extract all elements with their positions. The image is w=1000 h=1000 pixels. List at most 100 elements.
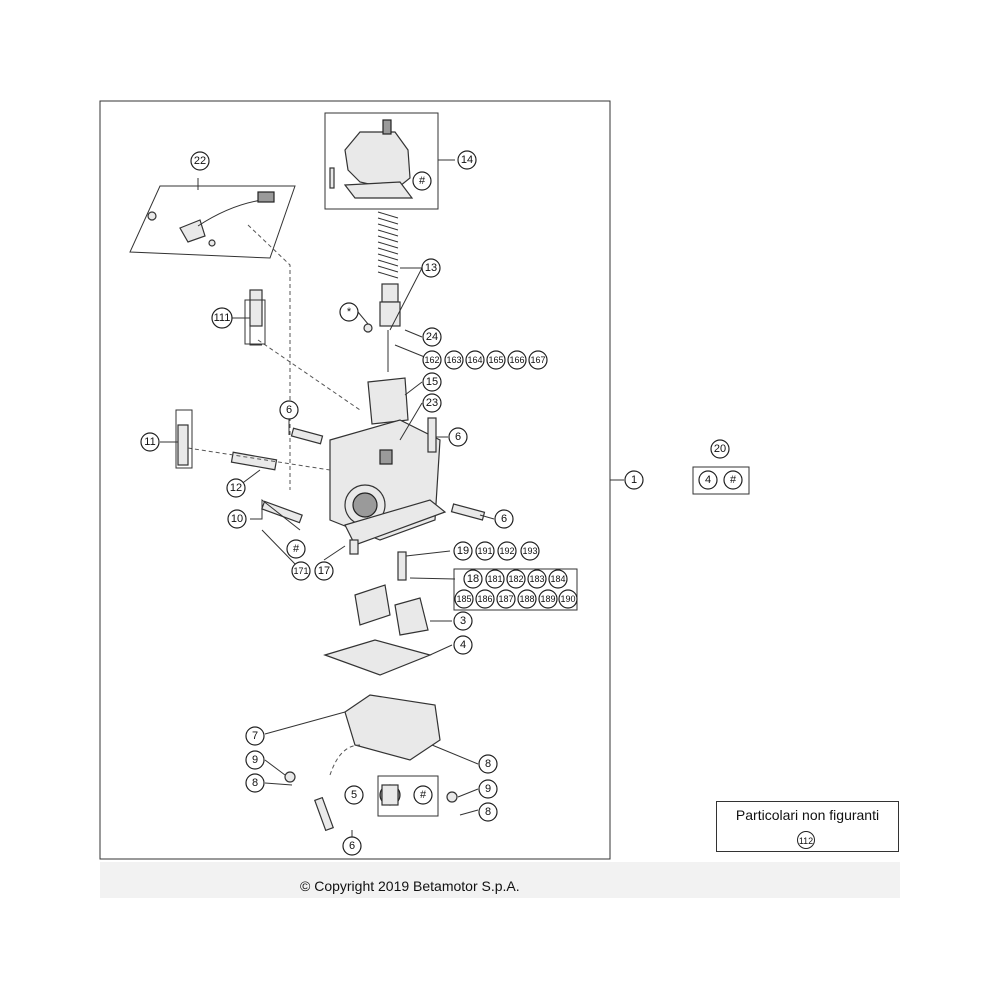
callout-24: 24 [422, 327, 442, 347]
callout-167: 167 [528, 350, 548, 370]
svg-text:9: 9 [252, 754, 258, 766]
svg-text:24: 24 [426, 331, 438, 343]
svg-text:18: 18 [467, 573, 479, 585]
svg-text:192: 192 [499, 546, 514, 556]
callout-star: * [339, 302, 359, 322]
callout-17: 17 [314, 561, 334, 581]
dash-11 [187, 447, 331, 471]
svg-text:181: 181 [487, 574, 502, 584]
bowl-gasket-part [323, 639, 432, 676]
svg-text:20: 20 [714, 443, 726, 455]
svg-text:171: 171 [293, 566, 308, 576]
svg-text:4: 4 [705, 474, 711, 486]
callout-181: 181 [485, 569, 505, 589]
not-shown-parts-title: Particolari non figuranti [735, 807, 880, 823]
jet-18 [397, 551, 407, 581]
svg-text:7: 7 [252, 730, 258, 742]
group-18-box [453, 568, 578, 611]
callout-3: 3 [453, 611, 473, 631]
pin-6d [313, 796, 335, 832]
pin-6a [290, 427, 324, 445]
callout-12: 12 [226, 478, 246, 498]
callout-6-mid-right: 6 [494, 509, 514, 529]
svg-text:6: 6 [349, 840, 355, 852]
callout-4: 4 [453, 635, 473, 655]
callout-1: 1 [624, 470, 644, 490]
svg-text:186: 186 [477, 594, 492, 604]
callout-186: 186 [475, 589, 495, 609]
callout-6-bottom: 6 [342, 836, 362, 856]
callout-8-mid-right: 8 [478, 754, 498, 774]
svg-text:15: 15 [426, 376, 438, 388]
callout-191: 191 [475, 541, 495, 561]
lead-4 [429, 644, 453, 656]
clip-9b [446, 791, 458, 803]
svg-text:6: 6 [501, 513, 507, 525]
svg-text:4: 4 [460, 639, 466, 651]
callout-19: 19 [453, 541, 473, 561]
lead-9b [457, 788, 479, 798]
callout-112: 112 [797, 831, 815, 849]
svg-text:8: 8 [485, 758, 491, 770]
callout-hash-5: # [413, 785, 433, 805]
not-shown-parts-box: Particolari non figuranti 112 [716, 801, 899, 852]
screw-12 [230, 451, 278, 471]
callout-162: 162 [422, 350, 442, 370]
lead-17 [323, 545, 346, 561]
callout-23: 23 [422, 393, 442, 413]
lead-8a [264, 782, 293, 786]
group-14-box [324, 112, 439, 210]
svg-text:184: 184 [550, 574, 565, 584]
clip-9a [284, 771, 296, 783]
svg-text:165: 165 [488, 355, 503, 365]
choke-cable-part [147, 191, 275, 247]
svg-text:189: 189 [540, 594, 555, 604]
callout-8-bottom-right: 8 [478, 802, 498, 822]
svg-text:22: 22 [194, 155, 206, 167]
callout-166: 166 [507, 350, 527, 370]
svg-text:5: 5 [351, 789, 357, 801]
group-11-box [175, 409, 193, 469]
callout-6-top-right: 6 [448, 427, 468, 447]
svg-text:9: 9 [485, 783, 491, 795]
callout-192: 192 [497, 541, 517, 561]
copyright-strip [100, 862, 900, 898]
group-111-box [244, 299, 266, 345]
callout-188: 188 [517, 589, 537, 609]
svg-text:3: 3 [460, 615, 466, 627]
svg-text:19: 19 [457, 545, 469, 557]
throttle-spring-part [377, 211, 401, 372]
callout-hash-14: # [412, 171, 432, 191]
lead-18 [409, 577, 456, 580]
dash-drain [329, 744, 361, 776]
callout-15: 15 [422, 372, 442, 392]
dash-cable [247, 224, 291, 490]
svg-text:166: 166 [509, 355, 524, 365]
throttle-cap-part [329, 119, 414, 199]
group-5-box [377, 775, 439, 817]
pin-6b [427, 417, 437, 453]
svg-text:191: 191 [477, 546, 492, 556]
lead-6c [479, 514, 495, 520]
svg-text:*: * [347, 306, 352, 318]
lead-111 [232, 317, 262, 346]
callout-184: 184 [548, 569, 568, 589]
svg-text:6: 6 [455, 431, 461, 443]
callout-182: 182 [506, 569, 526, 589]
svg-text:111: 111 [214, 312, 231, 324]
svg-text:162: 162 [424, 355, 439, 365]
lead-13 [389, 267, 423, 331]
callout-10: 10 [227, 509, 247, 529]
svg-text:#: # [419, 175, 426, 187]
svg-text:14: 14 [461, 154, 473, 166]
float-bowl-part [344, 694, 441, 806]
float-part [354, 584, 429, 636]
svg-text:193: 193 [522, 546, 537, 556]
svg-text:183: 183 [529, 574, 544, 584]
lead-23 [399, 402, 423, 441]
svg-text:167: 167 [530, 355, 545, 365]
idle-screw-111 [249, 289, 263, 327]
svg-text:8: 8 [485, 806, 491, 818]
pin-6c [450, 503, 486, 521]
callout-5: 5 [344, 785, 364, 805]
